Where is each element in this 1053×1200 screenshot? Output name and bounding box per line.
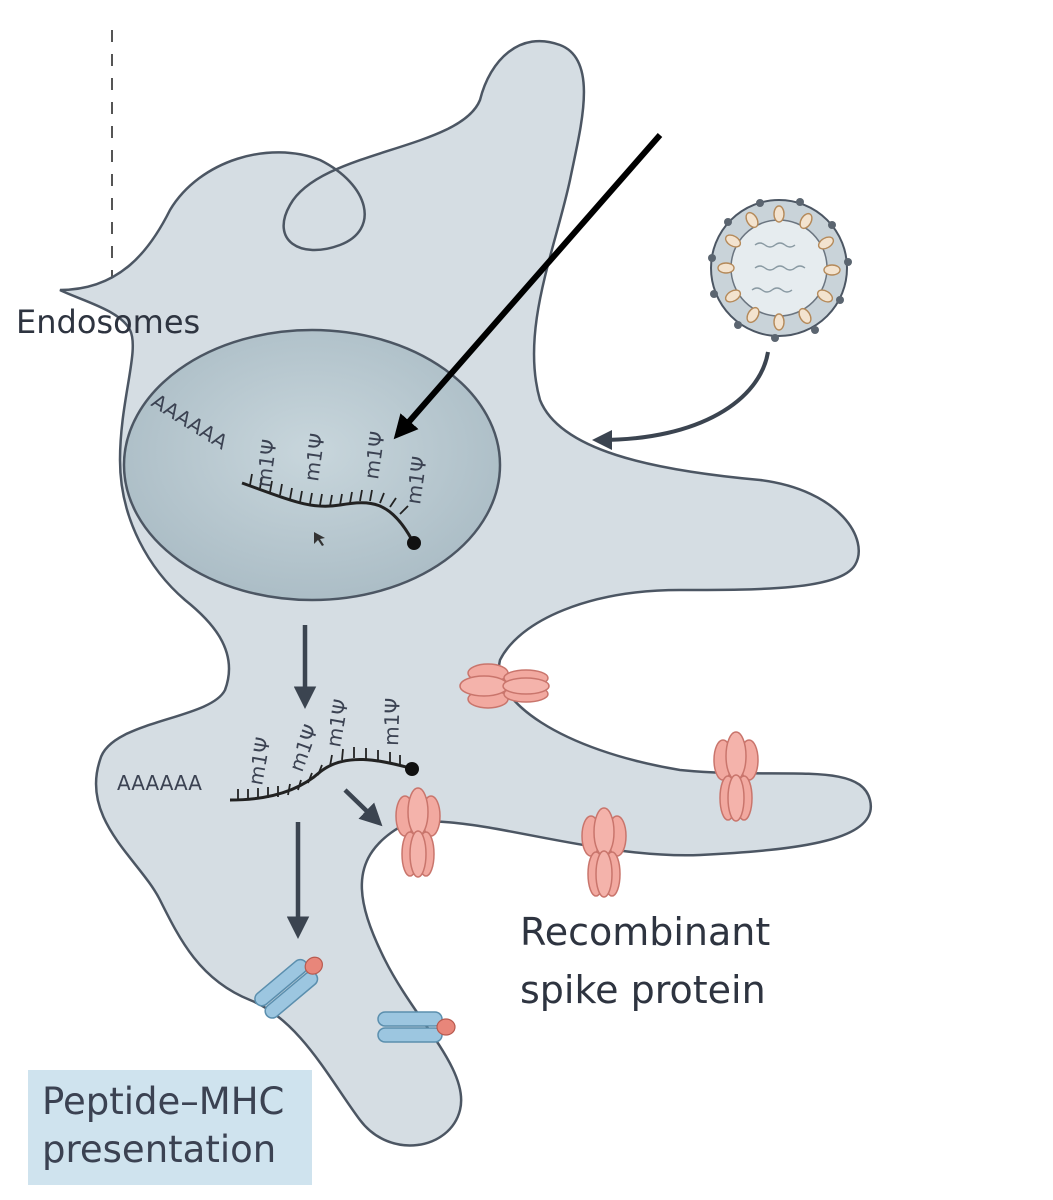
pmhc-label: Peptide–MHC presentation	[42, 1080, 285, 1171]
lipid-nanoparticle	[708, 198, 852, 342]
spike-protein-membrane-upper	[459, 663, 550, 709]
endosomes-label: Endosomes	[16, 303, 200, 341]
spike-protein-newly-translated	[395, 787, 441, 878]
uptake-arrow	[592, 351, 770, 450]
pmhc-label-box	[28, 1070, 312, 1185]
spike-protein-surface-middle	[581, 807, 627, 898]
translation-arrow	[343, 788, 383, 827]
spike-label-line1: Recombinant	[520, 910, 770, 954]
cytosol-m1psi-label-4: m1Ψ	[379, 697, 405, 746]
spike-protein-surface-right	[713, 731, 759, 822]
cytosol-polya-label: AAAAAA	[117, 771, 202, 795]
spike-label-line2: spike protein	[520, 968, 766, 1012]
entry-arrow	[393, 133, 663, 440]
cursor-icon	[314, 532, 325, 546]
